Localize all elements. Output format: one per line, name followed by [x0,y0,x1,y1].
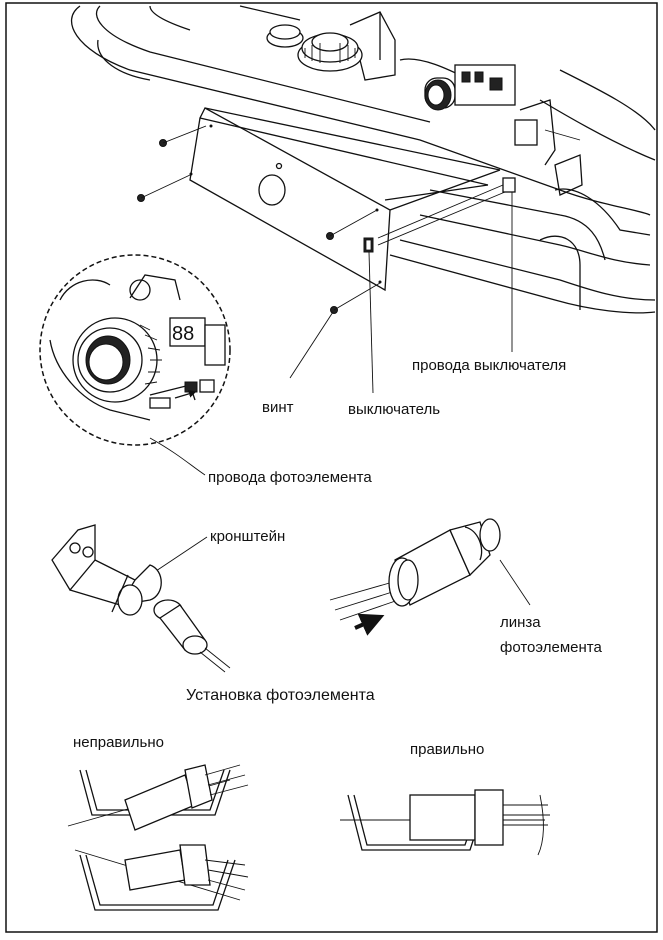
section-title: Установка фотоэлемента [186,687,375,704]
correct-label: правильно [410,741,484,758]
screw-label: винт [262,399,294,416]
heater-housing [70,5,656,314]
front-panel [189,107,501,292]
internal-components [349,11,583,196]
switch-wires-label: провода выключателя [412,357,566,374]
incorrect-diagram-2 [74,844,249,911]
screws [137,125,381,314]
control-knob [266,24,363,72]
correct-diagram [340,789,550,856]
lens-label-line2: фотоэлемента [500,639,602,656]
bracket-label: кронштейн [210,528,285,545]
photocell-lens [329,518,501,636]
incorrect-label: неправильно [73,734,164,751]
lens-label-line1: линза [500,614,541,631]
photocell-detail-circle: 88 [39,254,231,446]
page-border [5,2,658,933]
svg-text:88: 88 [172,323,194,345]
bracket-photocell [51,524,231,673]
switch-label: выключатель [348,401,440,418]
leader-lines [149,192,531,606]
incorrect-diagram-1 [67,764,249,831]
switch-wire-terminal [377,177,516,246]
photocell-wires-label: провода фотоэлемента [208,469,372,486]
